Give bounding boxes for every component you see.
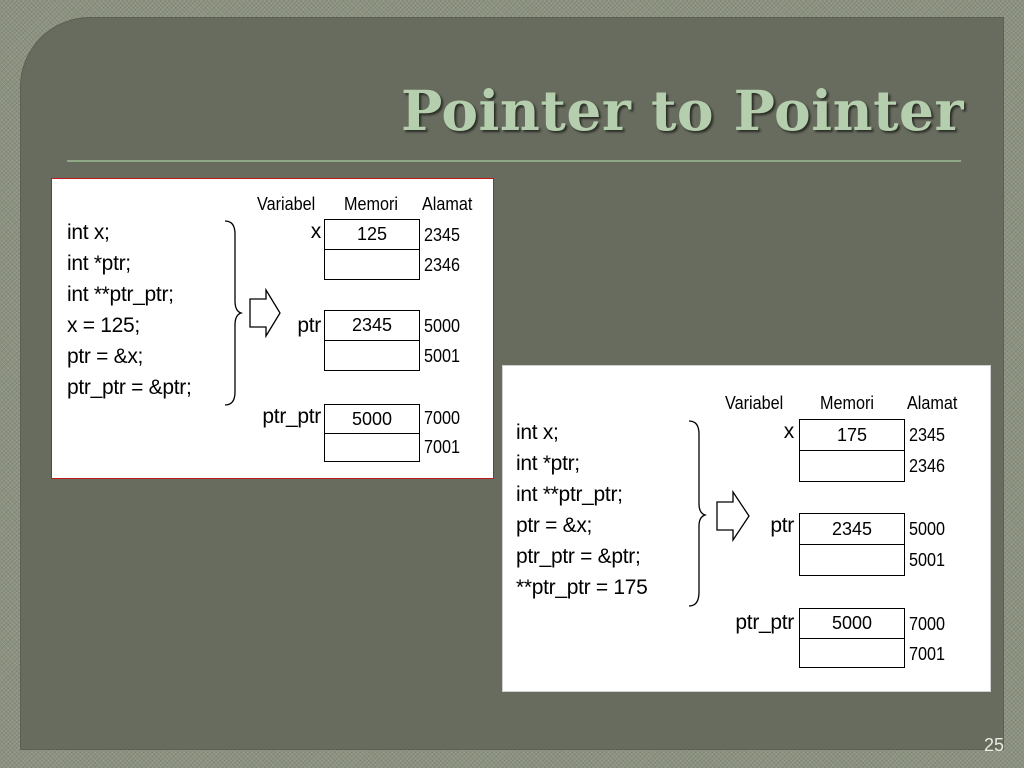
code-listing: int x; int *ptr; int **ptr_ptr; ptr = &x… bbox=[516, 417, 648, 603]
arrow-right-icon bbox=[716, 489, 750, 543]
code-line: ptr_ptr = &ptr; bbox=[516, 545, 641, 568]
diagram-after-graphics bbox=[688, 420, 750, 607]
memory-cell bbox=[799, 638, 905, 668]
header-memory: Memori bbox=[820, 393, 875, 413]
code-line: ptr = &x; bbox=[67, 345, 144, 368]
variable-name: ptr_ptr bbox=[262, 405, 321, 428]
address-label: 2346 bbox=[909, 456, 946, 476]
memory-cell bbox=[799, 450, 905, 482]
address-label: 7001 bbox=[909, 644, 946, 664]
memory-cell: 175 bbox=[799, 419, 905, 451]
code-line: int **ptr_ptr; bbox=[67, 283, 174, 306]
code-line: int x; bbox=[516, 421, 559, 444]
code-line: x = 125; bbox=[67, 314, 140, 337]
code-line: ptr = &x; bbox=[516, 514, 593, 537]
memory-cell bbox=[799, 544, 905, 576]
address-label: 2345 bbox=[909, 425, 946, 445]
header-address: Alamat bbox=[422, 194, 473, 214]
memory-cell: 125 bbox=[324, 219, 420, 250]
variable-name: x bbox=[783, 420, 795, 443]
page-number: 25 bbox=[983, 735, 1004, 755]
memory-cell: 5000 bbox=[324, 404, 420, 434]
diagram-before-graphics bbox=[224, 220, 281, 406]
address-label: 5001 bbox=[424, 346, 461, 366]
title-divider bbox=[67, 160, 961, 162]
variable-name: ptr bbox=[297, 314, 321, 337]
variable-name: ptr_ptr bbox=[735, 611, 794, 634]
diagram-before: int x; int *ptr; int **ptr_ptr; x = 125;… bbox=[51, 178, 494, 479]
code-line: int *ptr; bbox=[67, 252, 131, 275]
code-line: int *ptr; bbox=[516, 452, 580, 475]
header-address: Alamat bbox=[907, 393, 958, 413]
variable-name: ptr bbox=[770, 514, 794, 537]
memory-cell bbox=[324, 433, 420, 462]
memory-cell: 2345 bbox=[324, 310, 420, 341]
code-line: **ptr_ptr = 175 bbox=[516, 576, 648, 599]
header-memory: Memori bbox=[344, 194, 399, 214]
code-line: ptr_ptr = &ptr; bbox=[67, 376, 192, 399]
code-line: int x; bbox=[67, 221, 110, 244]
address-label: 7001 bbox=[424, 437, 461, 457]
memory-cell bbox=[324, 340, 420, 371]
variable-name: x bbox=[310, 220, 322, 243]
code-listing: int x; int *ptr; int **ptr_ptr; x = 125;… bbox=[67, 217, 192, 403]
address-label: 5000 bbox=[424, 316, 461, 336]
diagram-after: int x; int *ptr; int **ptr_ptr; ptr = &x… bbox=[502, 365, 991, 692]
slide-title: Pointer to Pointer bbox=[400, 78, 964, 143]
brace-icon bbox=[688, 420, 708, 607]
header-variable: Variabel bbox=[257, 194, 316, 214]
memory-cell: 5000 bbox=[799, 608, 905, 639]
address-label: 5000 bbox=[909, 519, 946, 539]
header-variable: Variabel bbox=[725, 393, 784, 413]
memory-cell bbox=[324, 249, 420, 280]
arrow-right-icon bbox=[249, 287, 281, 339]
address-label: 5001 bbox=[909, 550, 946, 570]
code-line: int **ptr_ptr; bbox=[516, 483, 623, 506]
address-label: 7000 bbox=[909, 614, 946, 634]
address-label: 2345 bbox=[424, 225, 461, 245]
memory-cell: 2345 bbox=[799, 513, 905, 545]
brace-icon bbox=[224, 220, 244, 406]
address-label: 7000 bbox=[424, 408, 461, 428]
address-label: 2346 bbox=[424, 255, 461, 275]
